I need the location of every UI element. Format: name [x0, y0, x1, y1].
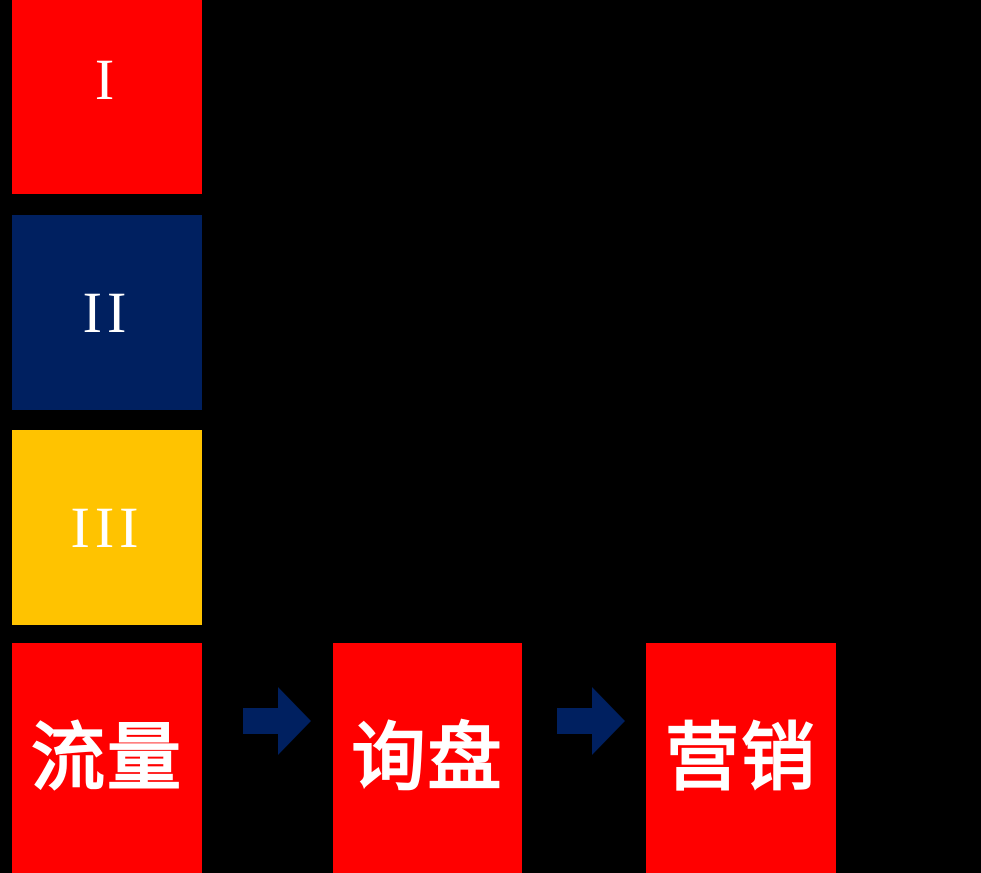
arrow-right-icon — [243, 687, 311, 755]
stacked-card-1-numeral: I — [94, 47, 120, 112]
stacked-card-3[interactable]: III — [12, 430, 202, 625]
flow-step-inquiry-label: 询盘 — [351, 715, 504, 801]
flow-step-inquiry[interactable]: 询盘 — [333, 643, 522, 873]
stacked-card-2[interactable]: II — [12, 215, 202, 410]
flow-step-marketing-label: 营销 — [665, 715, 817, 801]
flow-step-traffic[interactable]: 流量 — [12, 643, 202, 873]
slide-canvas: I II III 流量 询盘 营销 — [12, 0, 836, 873]
stacked-card-1[interactable]: I — [12, 0, 202, 194]
stacked-card-3-numeral: III — [70, 494, 144, 560]
stacked-card-2-numeral: II — [82, 279, 132, 345]
arrow-right-icon — [557, 687, 625, 755]
flow-step-marketing[interactable]: 营销 — [646, 643, 836, 873]
flow-step-traffic-label: 流量 — [31, 715, 183, 801]
